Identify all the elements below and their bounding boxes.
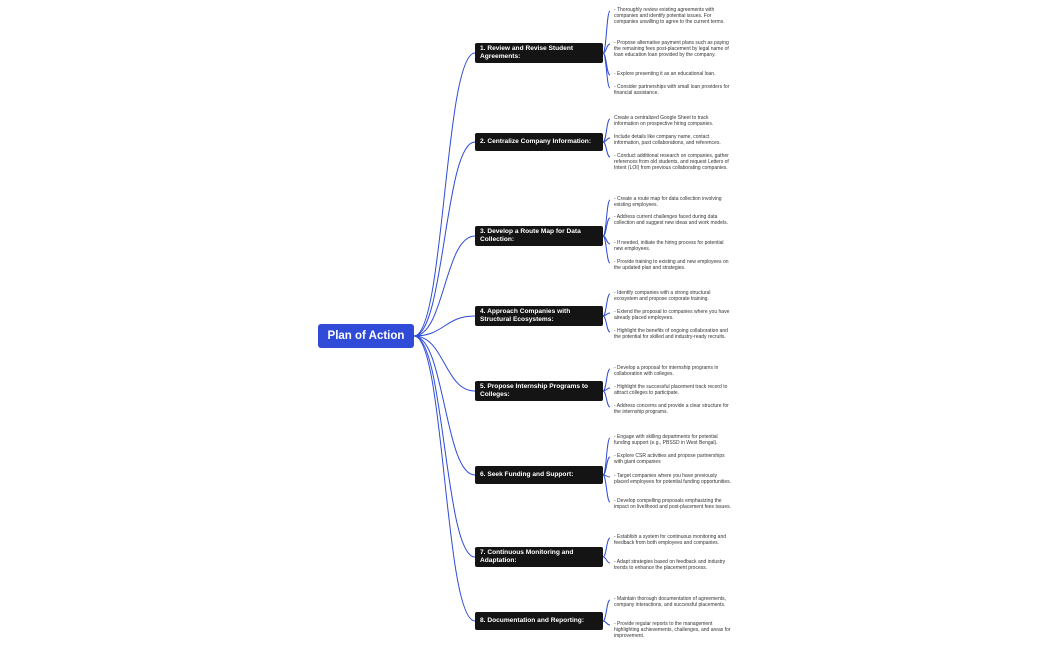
leaf-node[interactable]: - Highlight the successful placement tra… — [614, 384, 728, 396]
branch-leaf-connector — [602, 141, 611, 158]
branch-leaf-connector — [602, 312, 611, 317]
branch-leaf-connector — [602, 293, 611, 317]
branch-leaf-connector — [602, 368, 611, 392]
leaf-node[interactable]: - Conduct additional research on compani… — [614, 153, 729, 171]
branch-leaf-connector — [602, 137, 611, 143]
branch-node-funding-support[interactable]: 6. Seek Funding and Support: — [475, 466, 603, 484]
root-branch-connector — [413, 235, 476, 337]
leaf-node[interactable]: - Provide training to existing and new e… — [614, 259, 729, 271]
leaf-node[interactable]: - Establish a system for continuous moni… — [614, 534, 726, 546]
branch-leaf-connector — [602, 599, 611, 622]
leaf-node[interactable]: - Address current challenges faced durin… — [614, 214, 728, 226]
leaf-node[interactable]: Create a centralized Google Sheet to tra… — [614, 115, 714, 127]
branch-leaf-connector — [602, 52, 611, 76]
branch-node-structural-ecosystems[interactable]: 4. Approach Companies with Structural Ec… — [475, 306, 603, 326]
branch-leaf-connector — [602, 199, 611, 237]
branch-leaf-connector — [602, 387, 611, 392]
leaf-node[interactable]: - Highlight the benefits of ongoing coll… — [614, 328, 728, 340]
leaf-node[interactable]: - Explore presenting it as an educationa… — [614, 71, 716, 77]
leaf-node[interactable]: - Develop compelling proposals emphasizi… — [614, 498, 732, 510]
branch-leaf-connector — [602, 474, 611, 478]
leaf-node[interactable]: - Develop a proposal for internship prog… — [614, 365, 719, 377]
branch-leaf-connector — [602, 390, 611, 408]
branch-leaf-connector — [602, 235, 611, 245]
leaf-node[interactable]: - Identify companies with a strong struc… — [614, 290, 711, 302]
leaf-node[interactable]: - Thoroughly review existing agreements … — [614, 7, 725, 25]
leaf-node[interactable]: - Target companies where you have previo… — [614, 473, 732, 485]
branch-leaf-connector — [602, 43, 611, 54]
leaf-node[interactable]: - Engage with skilling departments for p… — [614, 434, 718, 446]
leaf-node[interactable]: - Consider partnerships with small loan … — [614, 84, 730, 96]
branch-node-route-map[interactable]: 3. Develop a Route Map for Data Collecti… — [475, 226, 603, 246]
branch-leaf-connector — [602, 235, 611, 264]
branch-leaf-connector — [602, 620, 611, 626]
branch-node-review-agreements[interactable]: 1. Review and Revise Student Agreements: — [475, 43, 603, 63]
branch-node-monitoring-adaptation[interactable]: 7. Continuous Monitoring and Adaptation: — [475, 547, 603, 567]
leaf-node[interactable]: - Provide regular reports to the managem… — [614, 621, 731, 639]
leaf-node[interactable]: - Explore CSR activities and propose par… — [614, 453, 725, 465]
branch-leaf-connector — [602, 10, 611, 54]
branch-leaf-connector — [602, 474, 611, 503]
leaf-node[interactable]: - Address concerns and provide a clear s… — [614, 403, 729, 415]
root-branch-connector — [413, 52, 476, 337]
branch-node-centralize-info[interactable]: 2. Centralize Company Information: — [475, 133, 603, 151]
branch-leaf-connector — [602, 315, 611, 333]
branch-node-internship-programs[interactable]: 5. Propose Internship Programs to Colleg… — [475, 381, 603, 401]
root-branch-connector — [413, 335, 476, 392]
branch-leaf-connector — [602, 437, 611, 476]
root-branch-connector — [413, 335, 476, 558]
leaf-node[interactable]: - Extend the proposal to companies where… — [614, 309, 730, 321]
leaf-node[interactable]: Include details like company name, conta… — [614, 134, 721, 146]
branch-leaf-connector — [602, 52, 611, 89]
leaf-node[interactable]: - Propose alternative payment plans such… — [614, 40, 729, 58]
root-branch-connector — [413, 335, 476, 622]
branch-node-documentation-reporting[interactable]: 8. Documentation and Reporting: — [475, 612, 603, 630]
leaf-node[interactable]: - Adapt strategies based on feedback and… — [614, 559, 726, 571]
branch-leaf-connector — [602, 217, 611, 237]
root-branch-connector — [413, 315, 476, 337]
leaf-node[interactable]: - Create a route map for data collection… — [614, 196, 722, 208]
leaf-node[interactable]: - If needed, initiate the hiring process… — [614, 240, 724, 252]
branch-leaf-connector — [602, 537, 611, 558]
root-node[interactable]: Plan of Action — [318, 324, 414, 348]
root-branch-connector — [413, 141, 476, 337]
leaf-node[interactable]: - Maintain thorough documentation of agr… — [614, 596, 727, 608]
root-branch-connector — [413, 335, 476, 476]
branch-leaf-connector — [602, 456, 611, 476]
branch-leaf-connector — [602, 556, 611, 564]
branch-leaf-connector — [602, 118, 611, 143]
